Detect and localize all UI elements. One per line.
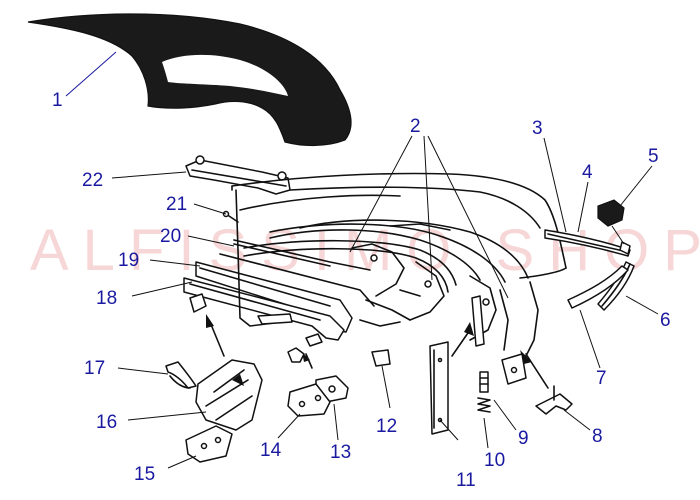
label-2: 2 <box>410 116 421 137</box>
label-5: 5 <box>648 146 659 167</box>
part-7-side-seal <box>567 265 629 309</box>
label-20: 20 <box>160 226 181 247</box>
label-19: 19 <box>118 250 139 271</box>
label-17: 17 <box>84 358 105 379</box>
watermark-text: ALFISSIMO SHOP <box>30 218 700 283</box>
part-15-gusset-plate <box>185 425 233 463</box>
label-7: 7 <box>596 368 607 389</box>
tension-cable <box>235 189 293 327</box>
label-12: 12 <box>376 416 397 437</box>
part-8-latch <box>520 350 573 415</box>
label-22: 22 <box>82 170 103 191</box>
part-16-main-bracket <box>195 314 263 431</box>
part-2-bows-assembly <box>243 219 539 361</box>
label-18: 18 <box>96 288 117 309</box>
label-15: 15 <box>134 464 155 485</box>
part-14-plate <box>287 383 331 417</box>
part-4-rear-seal <box>544 229 631 257</box>
label-21: 21 <box>166 194 187 215</box>
part-10-spring <box>477 397 491 413</box>
label-11: 11 <box>456 470 476 491</box>
part-22-header-rail <box>185 155 291 195</box>
leader-lines <box>65 51 659 469</box>
callout-labels: 1 2 3 4 5 6 7 8 9 10 11 12 13 14 15 16 1… <box>52 90 671 491</box>
label-10: 10 <box>484 450 505 471</box>
part-3-top-frame <box>231 172 567 279</box>
part-19-front-bow <box>195 253 375 333</box>
label-6: 6 <box>660 310 671 331</box>
part-17-u-clamp <box>165 361 197 389</box>
label-8: 8 <box>592 426 603 447</box>
rear-hinge <box>501 353 527 385</box>
label-16: 16 <box>96 412 117 433</box>
label-3: 3 <box>532 118 543 139</box>
small-fittings <box>287 333 323 363</box>
part-18-front-rail <box>183 277 345 341</box>
part-12-clip <box>371 349 391 367</box>
label-9: 9 <box>518 428 529 449</box>
part-1-hood-cover <box>27 13 352 147</box>
label-1: 1 <box>52 90 63 111</box>
label-13: 13 <box>330 442 351 463</box>
front-small-bracket <box>189 293 207 313</box>
part-5-clip <box>597 199 631 255</box>
part-21-screw <box>222 210 239 223</box>
label-14: 14 <box>260 440 282 461</box>
label-4: 4 <box>582 162 593 183</box>
part-11-side-panel <box>429 295 485 435</box>
part-9-bolt <box>479 371 489 393</box>
part-20-rod <box>233 239 371 271</box>
